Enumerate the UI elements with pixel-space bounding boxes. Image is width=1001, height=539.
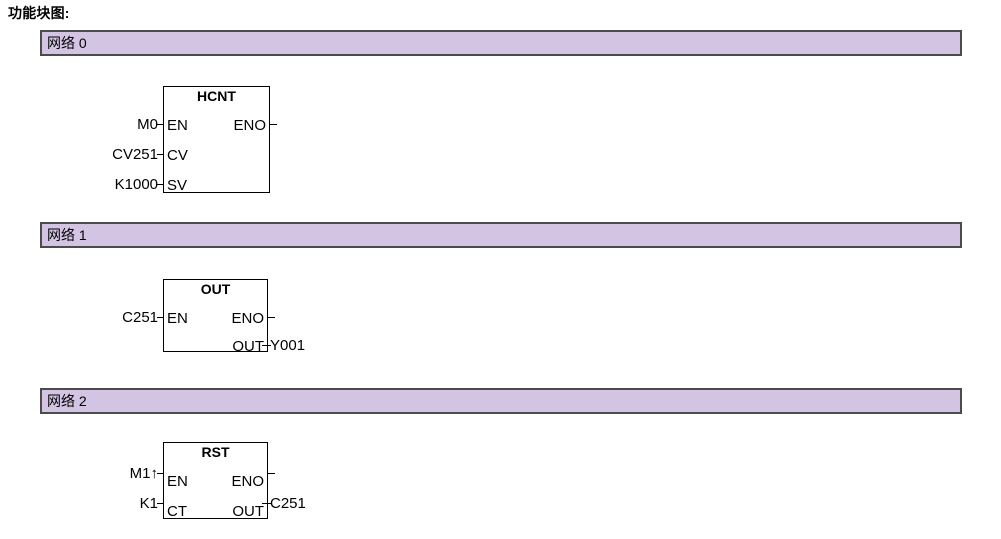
connector-rst-ct: [157, 503, 164, 504]
pin-label-cv: CV: [167, 147, 188, 164]
pin-label-en: EN: [167, 473, 188, 490]
function-block-title: HCNT: [197, 88, 236, 104]
rising-edge-icon: [163, 465, 164, 483]
function-block-rst[interactable]: RST EN CT ENO OUT: [163, 442, 268, 519]
function-block-out[interactable]: OUT EN ENO OUT: [163, 279, 268, 355]
operand-rst-ct[interactable]: K1: [139, 495, 158, 512]
connector-out-out: [262, 345, 271, 346]
pin-label-eno: ENO: [231, 310, 264, 327]
connector-hcnt-sv: [157, 184, 164, 185]
connector-hcnt-en: [157, 124, 164, 125]
pin-label-en: EN: [167, 310, 188, 327]
pin-label-sv: SV: [167, 177, 188, 194]
connector-hcnt-eno: [269, 124, 277, 125]
pin-label-out: OUT: [232, 338, 264, 355]
network-header-0[interactable]: 网络 0: [40, 30, 962, 56]
function-block-title: RST: [201, 444, 230, 460]
network-label-1: 网络 1: [47, 227, 87, 243]
connector-rst-out: [262, 503, 271, 504]
connector-out-eno: [267, 317, 275, 318]
network-label-0: 网络 0: [47, 35, 87, 51]
pin-label-eno: ENO: [233, 117, 266, 134]
network-header-2[interactable]: 网络 2: [40, 388, 962, 414]
connector-hcnt-cv: [157, 154, 164, 155]
pin-label-en: EN: [167, 117, 188, 134]
connector-rst-eno: [267, 473, 275, 474]
operand-hcnt-cv[interactable]: CV251: [112, 146, 158, 163]
operand-rst-en[interactable]: M1↑: [129, 465, 158, 482]
page-title: 功能块图:: [8, 5, 70, 21]
function-block-title: OUT: [200, 281, 231, 297]
connector-rst-en: [157, 473, 164, 474]
connector-out-en: [157, 317, 164, 318]
function-block-hcnt[interactable]: HCNT EN CV SV ENO: [163, 86, 270, 193]
operand-rst-out[interactable]: C251: [270, 495, 306, 512]
network-header-1[interactable]: 网络 1: [40, 222, 962, 248]
operand-out-out[interactable]: Y001: [270, 337, 306, 354]
operand-out-en[interactable]: C251: [122, 309, 158, 326]
operand-hcnt-sv[interactable]: K1000: [114, 176, 158, 193]
operand-hcnt-en[interactable]: M0: [137, 116, 158, 133]
network-label-2: 网络 2: [47, 393, 87, 409]
pin-label-out: OUT: [232, 503, 264, 520]
pin-label-eno: ENO: [231, 473, 264, 490]
pin-label-ct: CT: [167, 503, 187, 520]
